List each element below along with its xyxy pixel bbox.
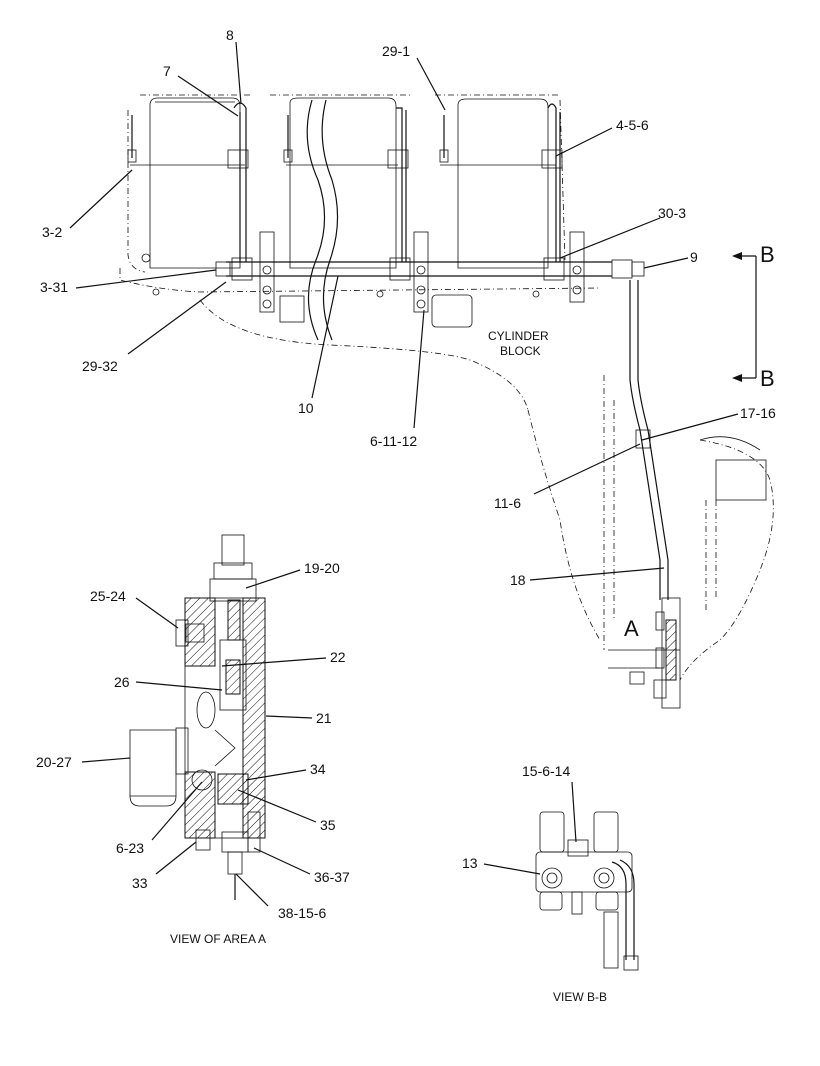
callout-3-2: 3-2	[42, 224, 62, 240]
callout-labels: 8 7 29-1 4-5-6 3-2 30-3 9 3-31 29-32 10 …	[36, 27, 776, 921]
callout-13: 13	[462, 855, 478, 871]
callout-8: 8	[226, 27, 234, 43]
callout-6-11-12: 6-11-12	[370, 433, 417, 449]
leader-lines	[69, 41, 739, 907]
caption-view-area-a: VIEW OF AREA A	[170, 932, 266, 946]
callout-29-1: 29-1	[382, 43, 410, 59]
cylinder-block-label-line2: BLOCK	[500, 344, 541, 358]
area-a-marker: A	[624, 616, 639, 641]
callout-19-20: 19-20	[304, 560, 340, 576]
callout-26: 26	[114, 674, 130, 690]
section-b-bottom-marker: B	[760, 366, 775, 391]
callout-17-16: 17-16	[740, 405, 776, 421]
section-b-top-marker: B	[760, 242, 775, 267]
callout-11-6: 11-6	[494, 495, 521, 511]
callout-36-37: 36-37	[314, 869, 350, 885]
caption-view-bb: VIEW B-B	[553, 990, 607, 1004]
callout-35: 35	[320, 817, 336, 833]
callout-25-24: 25-24	[90, 588, 126, 604]
callout-29-32: 29-32	[82, 358, 118, 374]
callout-7: 7	[163, 63, 171, 79]
callout-38-15-6: 38-15-6	[278, 905, 326, 921]
callout-9: 9	[690, 249, 698, 265]
callout-18: 18	[510, 572, 526, 588]
callout-21: 21	[316, 710, 332, 726]
callout-4-5-6: 4-5-6	[616, 117, 649, 133]
view-bb	[535, 811, 639, 971]
callout-15-6-14: 15-6-14	[522, 763, 570, 779]
callout-33: 33	[132, 875, 148, 891]
callout-6-23: 6-23	[116, 840, 144, 856]
main-assembly	[119, 94, 774, 709]
callout-3-31: 3-31	[40, 279, 68, 295]
callout-10: 10	[298, 400, 314, 416]
callout-30-3: 30-3	[658, 205, 686, 221]
callout-34: 34	[310, 761, 326, 777]
callout-20-27: 20-27	[36, 754, 72, 770]
callout-22: 22	[330, 649, 346, 665]
view-area-a	[129, 534, 266, 900]
cylinder-block-label-line1: CYLINDER	[488, 329, 549, 343]
